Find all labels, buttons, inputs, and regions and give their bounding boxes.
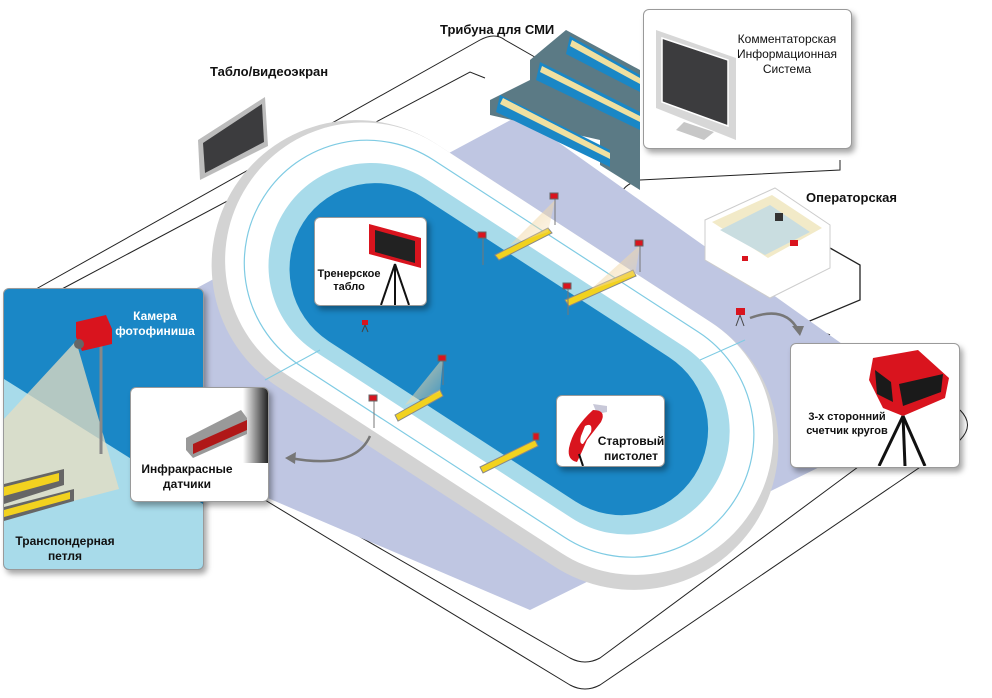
operator-room-label: Операторская: [806, 190, 897, 205]
lap-counter-label-line1: 3-х сторонний: [808, 411, 886, 423]
commentator-label-line1: Комментаторская: [737, 32, 837, 46]
sensor-beam: [405, 358, 443, 405]
arrow-head: [285, 452, 296, 464]
building-outline-bottom-2: [264, 409, 936, 663]
monitor-icon: [656, 30, 736, 140]
sensor-beam: [590, 245, 640, 290]
starting-pistol-icon: [568, 404, 607, 466]
transponder-loop-label-line1: Транспондерная: [15, 534, 115, 548]
lane-line: [699, 339, 746, 361]
coach-tripod-small: [361, 320, 369, 333]
transponder-loop-label-line2: петля: [47, 549, 83, 563]
coach-board-card: Тренерское табло: [314, 217, 427, 306]
coach-board-label-line1: Тренерское: [317, 268, 381, 280]
building-outline-inner: [59, 71, 486, 291]
lane-line: [264, 349, 321, 381]
ir-sensor-label-line2: датчики: [163, 477, 211, 491]
building-outline-outer: [19, 35, 541, 299]
press-stand-label: Трибуна для СМИ: [440, 22, 555, 37]
commentator-system-card: Комментаторская Информационная Система: [643, 9, 852, 149]
lap-counter-label-line2: счетчик кругов: [806, 425, 888, 437]
photo-finish-label-line1: Камера: [133, 309, 177, 323]
press-stand: [490, 30, 640, 190]
coach-board-icon: [369, 224, 421, 305]
ir-sensor-label-line1: Инфракрасные: [141, 462, 233, 476]
ir-sensor-posts: [368, 192, 644, 441]
lap-counter-card: 3-х сторонний счетчик кругов: [790, 343, 960, 468]
building-outline-bottom-1: [264, 409, 968, 690]
infrared-sensor-icon: [186, 388, 268, 463]
infrared-sensors-card: Инфракрасные датчики: [130, 387, 269, 502]
photo-finish-label-line2: фотофиниша: [115, 324, 195, 338]
coach-board-label-line2: табло: [333, 281, 365, 293]
pistol-label-line1: Стартовый: [597, 434, 665, 448]
starting-pistol-card: Стартовый пистолет: [556, 395, 665, 467]
photo-finish-illustration: [4, 315, 203, 569]
arrow-head: [792, 326, 804, 336]
commentator-label-line2: Информационная: [736, 47, 838, 61]
lap-counter-icon: [869, 350, 949, 466]
sensor-beam: [510, 200, 555, 245]
arrow-to-ir-sensors: [289, 435, 372, 463]
scoreboard-label: Табло/видеоэкран: [210, 64, 329, 79]
video-scoreboard: [198, 97, 268, 180]
pistol-label-line2: пистолет: [604, 449, 658, 463]
lap-counter-small: [735, 308, 745, 327]
operator-room: [704, 187, 831, 299]
commentator-label-line3: Система: [762, 62, 812, 76]
